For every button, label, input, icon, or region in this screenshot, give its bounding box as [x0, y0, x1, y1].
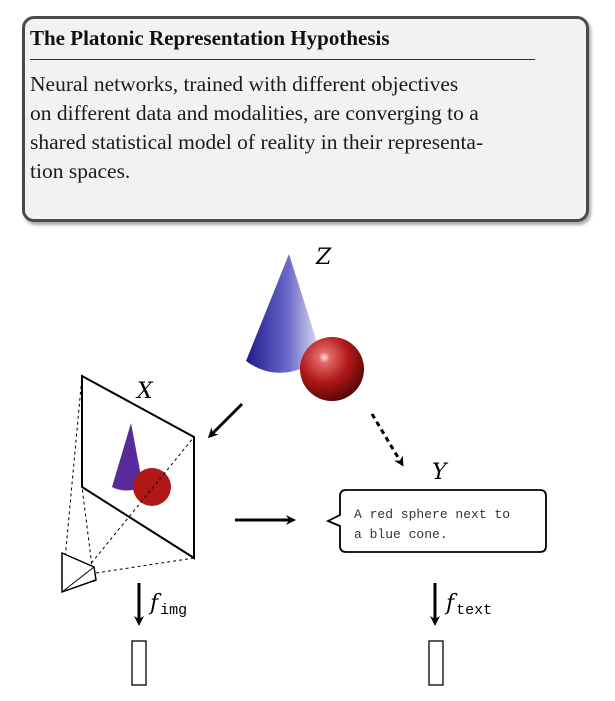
arrow-z-to-x — [207, 402, 244, 439]
camera-icon — [61, 551, 97, 594]
blue-cone — [246, 254, 322, 373]
image-embedding — [131, 640, 147, 686]
image-view — [61, 374, 195, 594]
caption-bubble — [325, 489, 547, 553]
body-line-2: on different data and modalities, are co… — [30, 101, 479, 125]
red-sphere — [300, 337, 364, 401]
world-scene — [246, 254, 364, 401]
hypothesis-body: Neural networks, trained with different … — [30, 70, 540, 186]
hypothesis-title: The Platonic Representation Hypothesis — [30, 26, 390, 50]
arrow-z-to-y — [370, 413, 404, 467]
image-sphere — [133, 468, 171, 506]
body-line-4: tion spaces. — [30, 159, 131, 183]
y-label: Y — [432, 460, 449, 485]
body-line-1: Neural networks, trained with different … — [30, 72, 459, 96]
hypothesis-box — [22, 16, 589, 222]
caption-line-1: A red sphere next to — [354, 507, 510, 522]
caption-line-2: a blue cone. — [354, 527, 448, 542]
x-label: X — [135, 379, 154, 404]
text-embedding — [428, 640, 444, 686]
body-line-3: shared statistical model of reality in t… — [30, 130, 484, 154]
z-label: Z — [315, 245, 332, 270]
image-cone — [112, 423, 143, 491]
title-divider — [30, 59, 535, 60]
